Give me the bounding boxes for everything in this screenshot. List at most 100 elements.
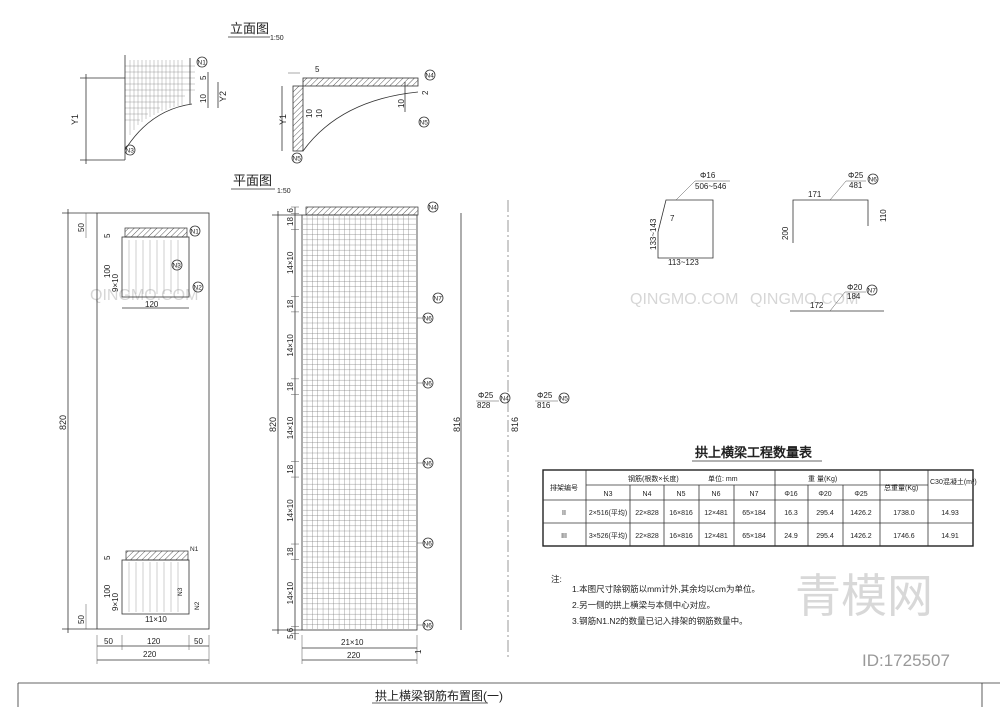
table-cell: 3×526(平均) (589, 531, 627, 540)
bar-shape-n7: Φ20 184 N7 172 (790, 283, 884, 312)
dim-1: 1 (414, 649, 423, 654)
tag-n6: N6 (424, 381, 433, 388)
bar-len: 828 (477, 401, 491, 410)
table-header: 钢筋(根数×长度) (628, 474, 679, 483)
bar-dia: Φ25 (537, 391, 553, 400)
segment-dim: 18 (286, 299, 295, 308)
dim-5: 5 (199, 75, 208, 80)
watermark-layer: QINGMO.COM QINGMO.COM QINGMO.COM (90, 287, 858, 308)
footer-title: 拱上横梁钢筋布置图(一) (375, 688, 503, 703)
vertical-bar-n5: 816 Φ25 816 N5 (510, 391, 570, 432)
tag-n3: N3 (173, 263, 182, 270)
tag-n6: N6 (424, 623, 433, 630)
dim-y1: Y1 (278, 114, 288, 125)
dim-y1: Y1 (70, 114, 80, 125)
dim-y2: Y2 (218, 91, 228, 102)
segment-dim: 6 (286, 627, 295, 632)
tag-n4: N4 (426, 73, 435, 80)
dim-5: 5 (103, 555, 112, 560)
tag-n6: N6 (424, 541, 433, 548)
dim-816: 816 (452, 417, 462, 432)
table-col-header: N7 (750, 491, 759, 498)
table-cell: 2×516(平均) (589, 508, 627, 517)
table-header: 单位: mm (708, 474, 738, 483)
table-cell: 22×828 (635, 510, 659, 517)
elevation-scale: 1:50 (270, 35, 284, 42)
dim-50-top: 50 (77, 223, 86, 232)
table-cell: 1738.0 (893, 510, 915, 517)
table-cell: 16×816 (669, 510, 693, 517)
table-cell: 1746.6 (893, 533, 915, 540)
tag-n6: N6 (424, 316, 433, 323)
table-cell: 16.3 (784, 510, 798, 517)
table-cell: 14.91 (941, 533, 959, 540)
dim-bottom: 113~123 (668, 258, 699, 267)
tag-n4: N4 (429, 205, 438, 212)
bar-shape-n3: Φ16 506~546 133~143 7 113~123 (649, 171, 730, 267)
watermark-text: QINGMO.COM (750, 291, 858, 308)
watermark-text: QINGMO.COM (90, 287, 198, 304)
table-col-header: N3 (604, 491, 613, 498)
table-cell: 295.4 (816, 510, 834, 517)
table-header: 总重量(Kg) (884, 483, 918, 492)
table-cell: 16×816 (669, 533, 693, 540)
segment-dim: 14×10 (286, 251, 295, 274)
tag-n5: N5 (293, 156, 302, 163)
dim-120: 120 (147, 637, 161, 646)
bar-shape-n6: Φ25 481 N6 171 200 110 (781, 171, 888, 243)
table-header: 重 量(Kg) (808, 475, 837, 483)
note-item: 1.本图尺寸除钢筋以mm计外,其余均以cm为单位。 (572, 584, 760, 594)
segment-dim: 14×10 (286, 334, 295, 357)
dim-820: 820 (58, 415, 68, 430)
dim-50: 50 (194, 637, 203, 646)
dim-7: 7 (670, 214, 675, 223)
dim-220: 220 (347, 651, 361, 660)
table-cell: III (561, 533, 567, 540)
note-item: 2.另一侧的拱上横梁与本侧中心对应。 (572, 600, 715, 610)
tag-n1: N1 (191, 229, 200, 236)
table-cell: 1426.2 (850, 533, 872, 540)
dim-9x10: 9×10 (111, 273, 120, 292)
dim-110: 110 (879, 209, 888, 222)
dim-10: 10 (397, 99, 406, 108)
dim-5: 5 (315, 65, 320, 74)
bar-len: 506~546 (695, 182, 727, 191)
tag-n2: N2 (194, 601, 201, 610)
table-header: 排架编号 (550, 483, 578, 492)
dim-100: 100 (103, 584, 112, 598)
table-cell: 295.4 (816, 533, 834, 540)
elevation-view-1: Y1 5 10 Y2 N1 N3 (70, 55, 228, 164)
table-col-header: Φ16 (784, 491, 797, 498)
tag-n5: N5 (420, 120, 429, 127)
plan-title: 平面图 (233, 173, 272, 188)
table-cell: 12×481 (704, 510, 728, 517)
notes-label: 注: (551, 574, 562, 584)
plan-scale: 1:50 (277, 188, 291, 195)
vertical-bar-n4: 816 Φ25 828 N4 (452, 213, 511, 630)
tag-n4: N4 (501, 396, 510, 403)
dim-11x10: 11×10 (145, 615, 167, 624)
table-col-header: N4 (643, 491, 652, 498)
dim-171: 171 (808, 190, 822, 199)
table-cell: 24.9 (784, 533, 798, 540)
table-cell: 65×184 (742, 510, 766, 517)
dim-200: 200 (781, 226, 790, 240)
bar-len: 184 (847, 292, 861, 301)
watermark-brand: 青模网 (795, 570, 933, 622)
table-col-header: N5 (677, 491, 686, 498)
table-cell: 65×184 (742, 533, 766, 540)
bar-dia: Φ25 (848, 171, 864, 180)
bar-dia: Φ20 (847, 283, 863, 292)
tag-n6: N6 (424, 461, 433, 468)
dim-10: 10 (199, 94, 208, 103)
table-col-header: Φ20 (818, 491, 831, 498)
dim-5: 5 (103, 233, 112, 238)
quantity-table: 拱上横梁工程数量表 排架编号 钢筋(根数×长度) 单位: mm 重 量(Kg) … (542, 445, 977, 547)
table-title: 拱上横梁工程数量表 (695, 445, 813, 460)
table-cell: II (562, 510, 566, 517)
watermark-text: QINGMO.COM (630, 291, 738, 308)
segment-dim: 5 (286, 634, 295, 639)
segment-dim: 14×10 (286, 416, 295, 439)
